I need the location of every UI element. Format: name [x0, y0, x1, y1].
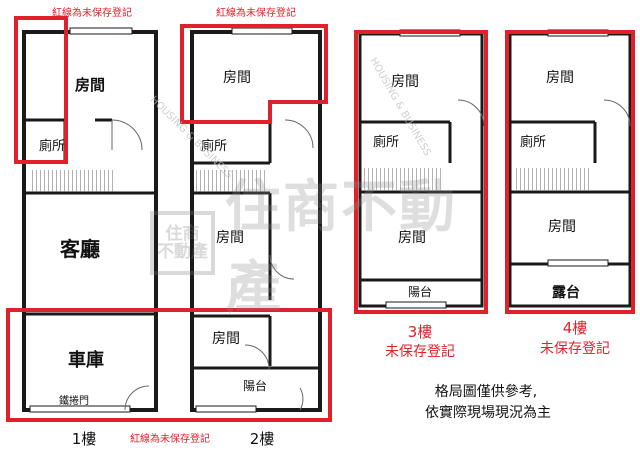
f1-room-3: 客廳 — [59, 237, 100, 261]
f1-door-label: 鐵捲門 — [59, 394, 89, 407]
floor-1-plan — [22, 27, 158, 413]
f2-room-1: 房間 — [223, 70, 251, 86]
f1-floor-label: 1樓 — [72, 430, 97, 448]
floor-4-outline — [505, 30, 635, 314]
f2-balcony-label: 陽台 — [243, 378, 267, 393]
floor-2-plan — [190, 27, 322, 413]
f2-floor-label: 2樓 — [250, 430, 275, 448]
f4-room-2: 廁所 — [520, 134, 546, 150]
f1-room-4: 車庫 — [68, 349, 104, 371]
floor-2-top-room-outline — [180, 24, 328, 124]
f4-status: 未保存登記 — [540, 340, 610, 357]
f3-balcony-label: 陽台 — [408, 284, 432, 299]
f4-room-1: 房間 — [546, 70, 574, 86]
f2-room-2: 廁所 — [201, 138, 227, 154]
floor-1-2-front-outline — [6, 308, 332, 422]
disclaimer-line-1: 格局圖僅供參考, — [435, 384, 537, 400]
f2-room-4: 房間 — [212, 331, 240, 347]
red-note-floor-2: 紅線為未保存登記 — [216, 6, 296, 19]
f4-floor-label: 4樓 — [563, 319, 588, 337]
red-note-bottom: 紅線為未保存登記 — [130, 432, 210, 445]
f1-room-2: 廁所 — [39, 138, 65, 154]
f4-room-3: 房間 — [548, 219, 576, 235]
floor-3-plan — [358, 29, 485, 309]
f3-room-1: 房間 — [391, 74, 419, 90]
f1-room-1: 房間 — [75, 76, 105, 94]
floor-4-plan — [508, 29, 632, 308]
f2-room-3: 房間 — [216, 230, 244, 246]
f3-room-3: 房間 — [398, 230, 426, 246]
floor-3-outline — [354, 30, 488, 314]
disclaimer-line-2: 依實際現場現況為主 — [425, 404, 551, 421]
f3-floor-label: 3樓 — [408, 323, 433, 341]
red-note-floor-1: 紅線為未保存登記 — [52, 6, 132, 19]
floor-1-top-room-outline — [14, 16, 68, 164]
f3-room-2: 廁所 — [373, 134, 399, 150]
unregistered-outlines — [6, 16, 635, 422]
f4-terrace-label: 露台 — [552, 284, 580, 301]
f3-status: 未保存登記 — [385, 343, 455, 360]
